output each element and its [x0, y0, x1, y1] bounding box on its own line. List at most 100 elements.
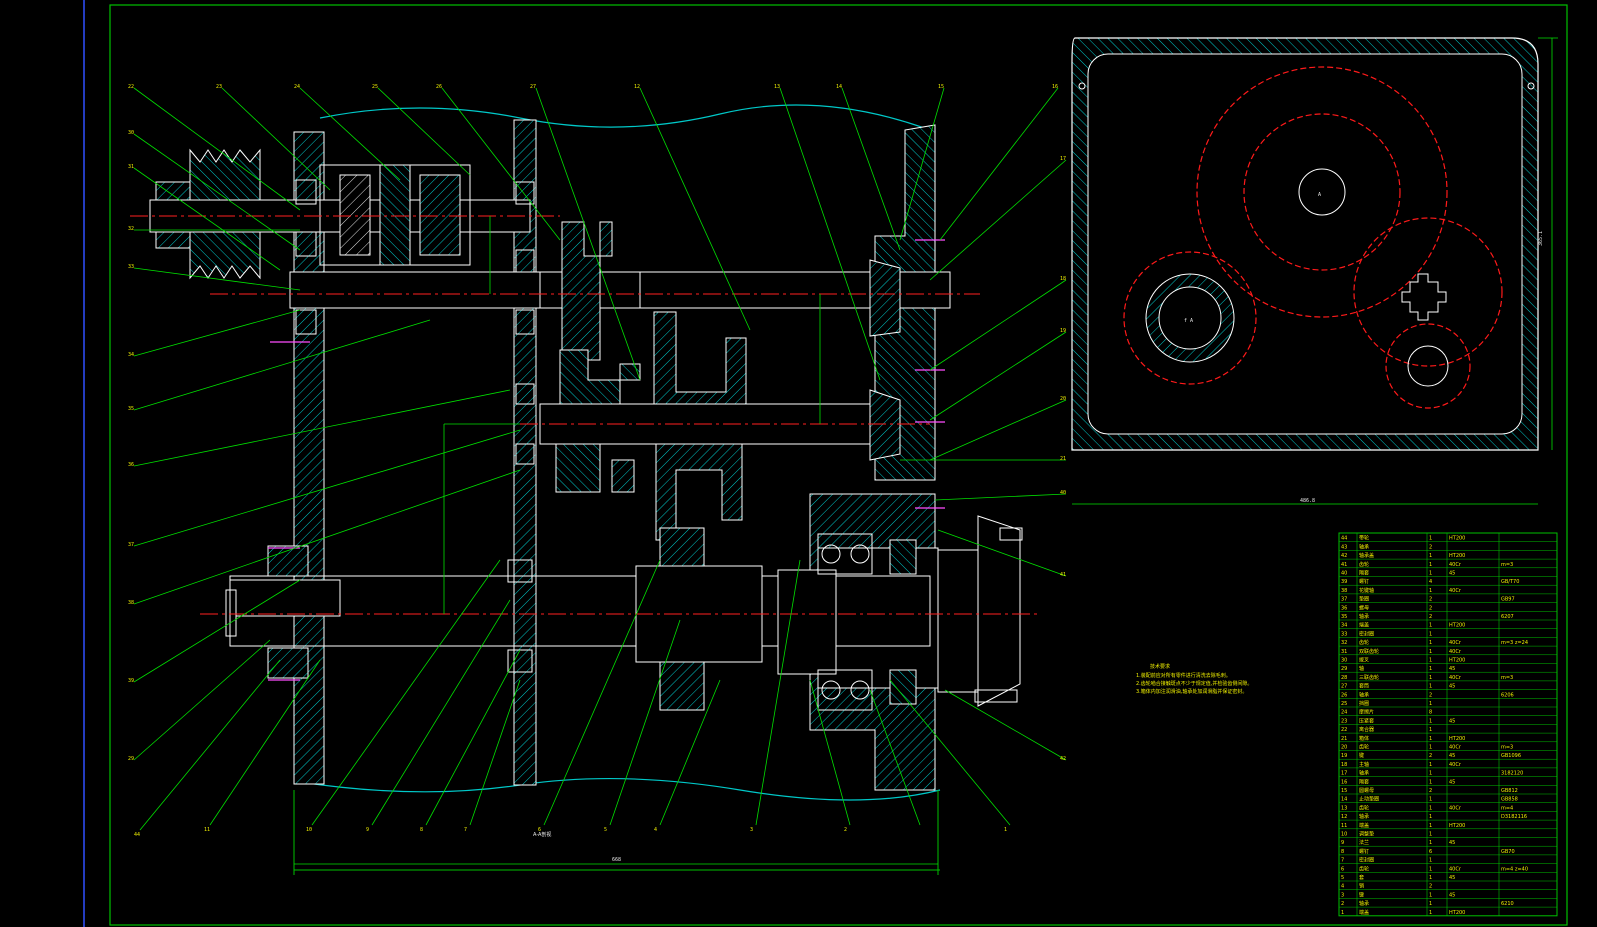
- bom-cell-no: 5: [1341, 875, 1344, 881]
- bom-cell-qty: 4: [1429, 579, 1432, 585]
- bom-cell-name: 螺钉: [1359, 848, 1369, 855]
- bom-cell-name: 轴承: [1359, 900, 1369, 907]
- callout-bottom-1: 11: [204, 827, 210, 833]
- section-title: A-A剖视: [533, 831, 551, 838]
- bom-cell-name: 带轮: [1359, 535, 1369, 542]
- bom-cell-mat: 45: [1449, 684, 1455, 690]
- callout-top-7: 13: [774, 84, 780, 90]
- bom-cell-no: 41: [1341, 562, 1347, 568]
- bom-cell-name: 止动垫圈: [1359, 796, 1379, 803]
- bom-cell-mat: 40Cr: [1449, 745, 1462, 751]
- callout-top-3: 25: [372, 84, 378, 90]
- callout-bottom-9: 3: [750, 827, 753, 833]
- bom-cell-note: m=4 z=40: [1501, 866, 1528, 872]
- centerlines: [130, 215, 1040, 615]
- bom-cell-qty: 1: [1429, 553, 1432, 559]
- bom-cell-qty: 2: [1429, 753, 1432, 759]
- bom-cell-name: 摩擦片: [1359, 709, 1374, 716]
- bom-cell-name: 法兰: [1359, 839, 1369, 846]
- bom-cell-qty: 2: [1429, 605, 1432, 611]
- bom-cell-mat: HT200: [1449, 910, 1465, 916]
- callout-top-1: 23: [216, 84, 222, 90]
- bom-cell-name: 箱体: [1359, 735, 1369, 742]
- bom-cell-name: 键: [1359, 891, 1364, 898]
- callout-bottom-4: 8: [420, 827, 423, 833]
- bom-cell-name: 螺钉: [1359, 578, 1369, 585]
- callout-right-2: 19: [1060, 328, 1066, 334]
- bom-cell-qty: 1: [1429, 762, 1432, 768]
- overall-dim-label: 668: [612, 857, 621, 863]
- callout-top-0: 22: [128, 84, 134, 90]
- bom-cell-note: m=4: [1501, 805, 1513, 811]
- bom-cell-name: 齿轮: [1359, 639, 1369, 646]
- bom-cell-no: 23: [1341, 718, 1347, 724]
- callout-left-6: 36: [128, 462, 134, 468]
- bom-cell-no: 27: [1341, 684, 1347, 690]
- bom-cell-name: 销: [1359, 883, 1364, 890]
- bom-cell-no: 15: [1341, 788, 1347, 794]
- callout-right-5: 40: [1060, 490, 1066, 496]
- middle-shaft-assembly: [515, 221, 901, 541]
- bom-cell-qty: 1: [1429, 745, 1432, 751]
- callout-top-9: 15: [938, 84, 944, 90]
- bom-cell-note: GB1096: [1501, 753, 1521, 759]
- callout-top-2: 24: [294, 84, 300, 90]
- bom-cell-no: 28: [1341, 675, 1347, 681]
- bom-cell-mat: HT200: [1449, 623, 1465, 629]
- bom-cell-name: 垫圈: [1359, 596, 1369, 603]
- inset-width-dim: 486.8: [1300, 498, 1315, 504]
- bom-cell-name: 轴承: [1359, 813, 1369, 820]
- callout-bottom-0: 44: [134, 832, 140, 838]
- bom-cell-name: 套: [1359, 874, 1364, 881]
- bom-cell-no: 44: [1341, 536, 1347, 542]
- bom-cell-qty: 1: [1429, 571, 1432, 577]
- bom-cell-no: 40: [1341, 571, 1347, 577]
- bom-cell-qty: 1: [1429, 623, 1432, 629]
- bom-cell-note: 3182120: [1501, 771, 1523, 777]
- bom-cell-qty: 1: [1429, 797, 1432, 803]
- bom-cell-no: 8: [1341, 849, 1344, 855]
- bom-cell-name: 离合器: [1359, 726, 1374, 733]
- bom-cell-mat: 40Cr: [1449, 640, 1462, 646]
- callout-left-7: 37: [128, 542, 134, 548]
- bom-cell-note: D3182116: [1501, 814, 1527, 820]
- bom-cell-name: 调整垫: [1359, 831, 1374, 838]
- bom-cell-note: 6206: [1501, 692, 1514, 698]
- bom-cell-no: 35: [1341, 614, 1347, 620]
- bom-cell-mat: 45: [1449, 666, 1455, 672]
- bom-cell-note: 6207: [1501, 614, 1514, 620]
- bom-cell-mat: 40Cr: [1449, 649, 1462, 655]
- leader-lines: [133, 87, 1067, 831]
- notes-line-2: 2.齿轮啮合接触斑点不少于规定值,并检验齿侧间隙。: [1136, 680, 1252, 687]
- callout-right-1: 18: [1060, 276, 1066, 282]
- bom-cell-qty: 1: [1429, 858, 1432, 864]
- bom-cell-no: 37: [1341, 597, 1347, 603]
- bom-cell-no: 10: [1341, 832, 1347, 838]
- bom-cell-name: 花键轴: [1359, 587, 1374, 594]
- bom-cell-mat: 45: [1449, 840, 1455, 846]
- bom-cell-qty: 1: [1429, 718, 1432, 724]
- callout-left-4: 34: [128, 352, 134, 358]
- bom-cell-qty: 1: [1429, 727, 1432, 733]
- bom-cell-no: 22: [1341, 727, 1347, 733]
- callout-left-2: 32: [128, 226, 134, 232]
- bom-cell-no: 7: [1341, 858, 1344, 864]
- bom-cell-mat: HT200: [1449, 823, 1465, 829]
- bom-cell-note: GB/T70: [1501, 579, 1519, 585]
- input-shaft-assembly: [149, 148, 951, 337]
- bom-cell-name: 轴: [1359, 665, 1364, 672]
- bom-cell-qty: 1: [1429, 701, 1432, 707]
- notes-line-1: 1.装配前应对所有零件进行清洗去除毛刺。: [1136, 672, 1231, 679]
- bom-cell-no: 2: [1341, 901, 1344, 907]
- bom-cell-no: 38: [1341, 588, 1347, 594]
- bom-cell-qty: 2: [1429, 692, 1432, 698]
- bom-cell-name: 齿轮: [1359, 744, 1369, 751]
- notes-heading: 技术要求: [1150, 663, 1170, 670]
- bom-cell-no: 30: [1341, 658, 1347, 664]
- bom-cell-no: 18: [1341, 762, 1347, 768]
- bom-cell-no: 11: [1341, 823, 1347, 829]
- bom-cell-mat: 40Cr: [1449, 866, 1462, 872]
- bom-cell-qty: 1: [1429, 805, 1432, 811]
- bom-cell-name: 套筒: [1359, 683, 1369, 690]
- callout-left-9: 39: [128, 678, 134, 684]
